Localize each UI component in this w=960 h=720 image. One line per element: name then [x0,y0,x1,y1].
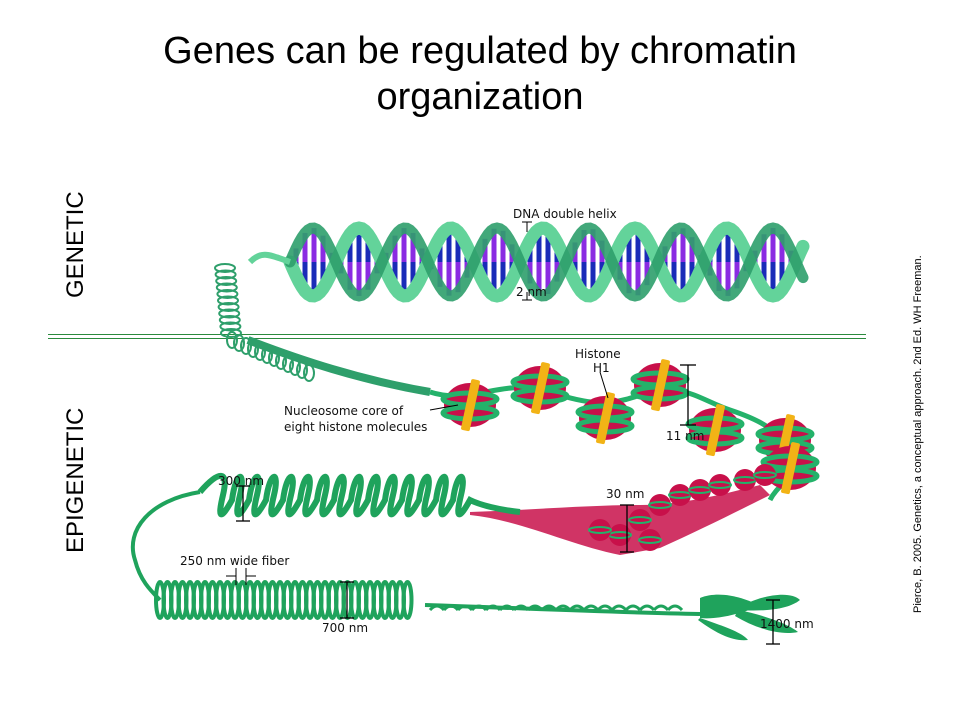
pointer-lines [429,371,609,411]
dna-double-helix-label: DNA double helix [513,207,617,221]
coil-loop [217,302,240,312]
left-fiber-loop [130,490,201,602]
three-hundred-nm-loops [197,472,521,518]
coil-wave [610,604,628,612]
nucleosome-bead [629,509,651,531]
nucleosome-label-line-1: Nucleosome core of [284,404,404,418]
coil-loop [214,269,237,280]
two-fifty-nm-marker [226,568,256,585]
genetic-epigenetic-divider [48,334,866,339]
fourteen-hundred-nm-label: 1400 nm [760,617,814,631]
dna-strand [284,222,809,302]
two-nm-label: 2 nm [516,285,547,299]
coil-loop [217,295,239,306]
coil-loop [214,263,236,273]
three-hundred-nm-label: 300 nm [218,474,264,488]
seven-hundred-nm-label: 700 nm [322,621,368,635]
histone-h1 [531,362,550,415]
coil-turn [401,580,414,620]
nucleosome-bead [689,479,711,501]
thirty-nm-beads [588,464,777,551]
title-line-2: organization [376,76,584,118]
histone-h1 [781,442,800,495]
coil-loop [226,331,238,349]
histone-label: Histone [575,347,621,361]
two-nm-marker [522,221,532,301]
nucleosome-fiber-lead [246,336,431,396]
seven-hundred-nm-marker [340,581,354,619]
coil-loop [216,289,239,299]
coil-wave [638,604,656,612]
bead-wrap [588,526,612,534]
dna-strand [283,221,810,303]
coil-wave [596,604,614,612]
eleven-nm-label: 11 nm [666,429,704,443]
eleven-nm-marker [680,364,696,426]
nucleosome-bead [609,524,631,546]
nucleosome-bead [734,469,756,491]
title-line-1: Genes can be regulated by chromatin [163,30,797,72]
chromosome-lead-fiber [424,603,701,616]
histone-h1 [706,404,725,457]
thirty-nm-marker [620,504,634,553]
metaphase-chromosome [698,594,800,641]
slide-title: Genes can be regulated by chromatin orga… [0,28,960,120]
three-hundred-nm-marker [236,485,250,522]
dna-tail [247,251,291,265]
bead-wrap [753,471,777,479]
coil-wave [624,604,642,612]
dna-double-helix [247,221,810,303]
nucleosome-bead [589,519,611,541]
bead-wrap [708,481,732,489]
histone-h1 [596,392,615,445]
coil-loop [218,308,241,319]
coil-loop [218,315,241,325]
histone-h1 [651,359,670,412]
coil-loop [220,328,242,338]
bead-wrap [628,516,652,524]
nucleosome-bead [639,529,661,551]
coil-loop [219,321,242,332]
h1-label: H1 [593,361,610,375]
bead-wrap [648,501,672,509]
nucleosome-bead [649,494,671,516]
coil-loop [215,282,238,293]
two-fifty-nm-label: 250 nm wide fiber [180,554,289,568]
coil-loop [215,276,238,286]
thirty-nm-fiber [470,485,770,555]
coil-wave [652,604,670,612]
histone-h1 [461,379,480,432]
fourteen-hundred-nm-marker [766,599,780,645]
coil-loop [240,337,252,355]
thirty-nm-label: 30 nm [606,487,644,501]
nucleosome-row [440,359,820,495]
coil-loop [233,334,245,352]
nucleosome-bead [709,474,731,496]
coil-wave [666,604,684,612]
nucleosome-bead [669,484,691,506]
nucleosome-bead [754,464,776,486]
loop-fiber [197,472,521,518]
bead-wrap [638,536,662,544]
nucleosome-label-line-2: eight histone molecules [284,420,427,434]
coil-loop [303,364,315,382]
